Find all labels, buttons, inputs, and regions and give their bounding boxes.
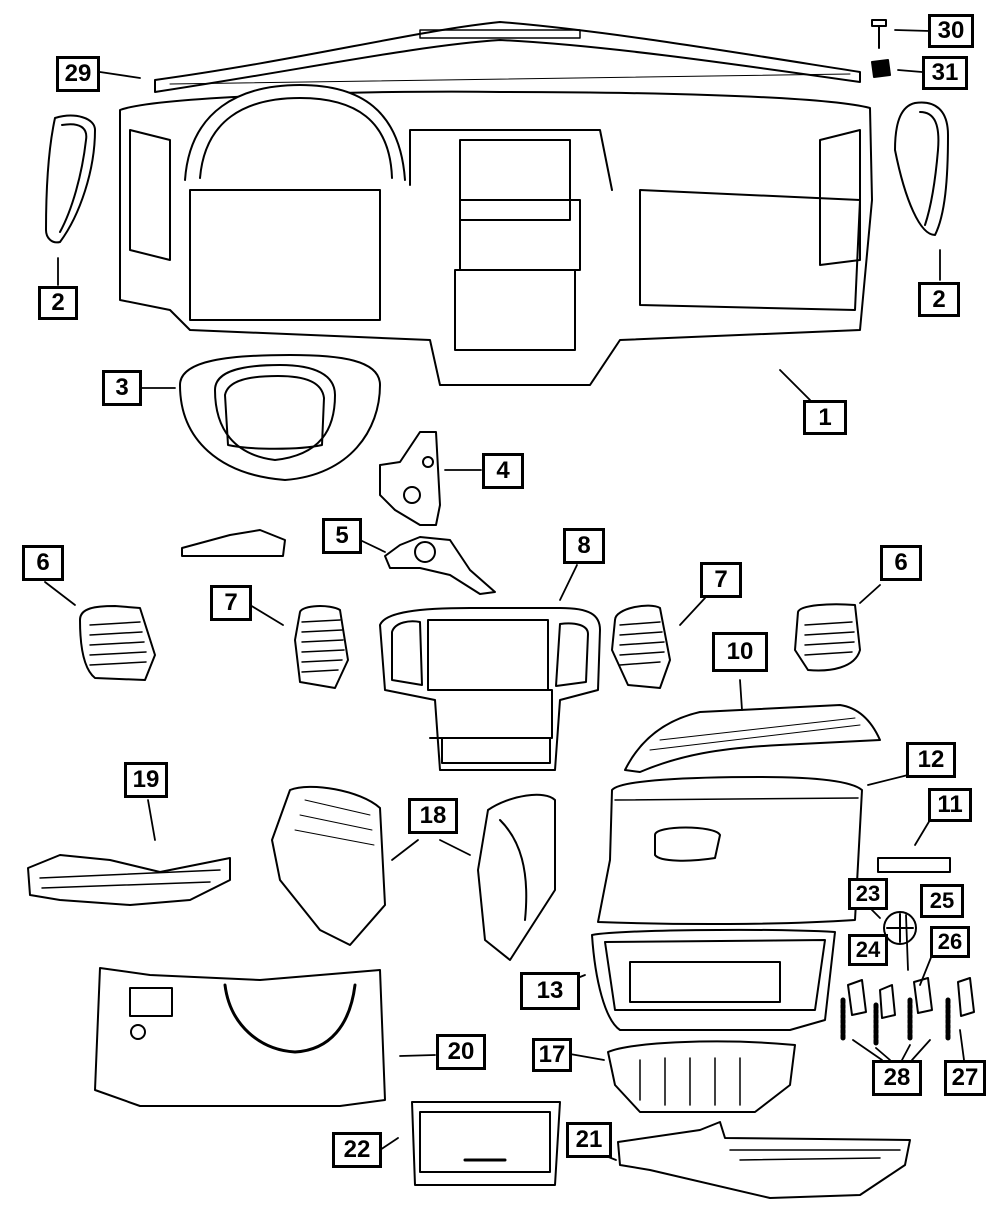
callout-31: 31	[922, 56, 968, 90]
part-7-air-vent-center-right	[611, 604, 671, 689]
callout-10: 10	[712, 632, 768, 672]
callout-12: 12	[906, 742, 956, 778]
part-6-air-vent-left	[79, 605, 156, 681]
part-28-springs	[840, 997, 951, 1048]
part-30-screw	[871, 19, 887, 49]
part-24-latch-knob	[883, 911, 917, 945]
callout-5: 5	[322, 518, 362, 554]
part-26-clip	[847, 977, 975, 1019]
callout-7-right: 7	[700, 562, 742, 598]
part-6-air-vent-right	[794, 603, 861, 672]
part-4-bracket	[379, 431, 441, 526]
callout-27: 27	[944, 1060, 986, 1096]
callout-29: 29	[56, 56, 100, 92]
callout-24: 24	[848, 934, 888, 966]
callout-7-left: 7	[210, 585, 252, 621]
callout-22: 22	[332, 1132, 382, 1168]
callout-28: 28	[872, 1060, 922, 1096]
part-8-center-bezel	[379, 607, 601, 771]
callout-6-left: 6	[22, 545, 64, 581]
part-1-instrument-panel	[119, 84, 873, 386]
part-12-glove-box-door	[597, 776, 863, 926]
callout-18: 18	[408, 798, 458, 834]
callout-3: 3	[102, 370, 142, 406]
callout-4: 4	[482, 453, 524, 489]
callout-2-right: 2	[918, 282, 960, 317]
callout-1: 1	[803, 400, 847, 435]
part-18-side-panel-left	[271, 785, 386, 946]
callout-26: 26	[930, 926, 970, 958]
callout-13: 13	[520, 972, 580, 1010]
part-19-support-bracket	[27, 854, 231, 906]
part-29-defroster-panel	[154, 21, 861, 93]
callout-11: 11	[928, 788, 972, 822]
part-20-knee-bolster	[94, 967, 386, 1107]
part-7-air-vent-center-left	[294, 605, 349, 689]
part-11-bracket	[877, 857, 951, 873]
part-10-top-pad	[624, 704, 881, 773]
part-31-clip-nut	[871, 59, 891, 78]
callout-19: 19	[124, 762, 168, 798]
part-2-end-cap-left	[45, 114, 96, 244]
callout-17: 17	[532, 1038, 572, 1072]
callout-21: 21	[566, 1122, 612, 1158]
leader-lines	[44, 29, 965, 1161]
callout-23: 23	[848, 878, 888, 910]
callout-30: 30	[928, 14, 974, 48]
callout-2-left: 2	[38, 286, 78, 320]
part-5-column-cover	[181, 529, 496, 595]
part-3-cluster-bezel	[179, 354, 381, 481]
part-17-storage-bin	[607, 1040, 796, 1113]
callout-20: 20	[436, 1034, 486, 1070]
callout-8: 8	[563, 528, 605, 564]
part-22-lower-bin	[411, 1101, 561, 1186]
part-2-end-cap-right	[894, 101, 949, 236]
part-13-glove-box-bin	[591, 928, 836, 1031]
callout-6-right: 6	[880, 545, 922, 581]
part-21-lower-support	[617, 1121, 911, 1199]
part-18-side-panel-right	[477, 793, 556, 961]
callout-25: 25	[920, 884, 964, 918]
